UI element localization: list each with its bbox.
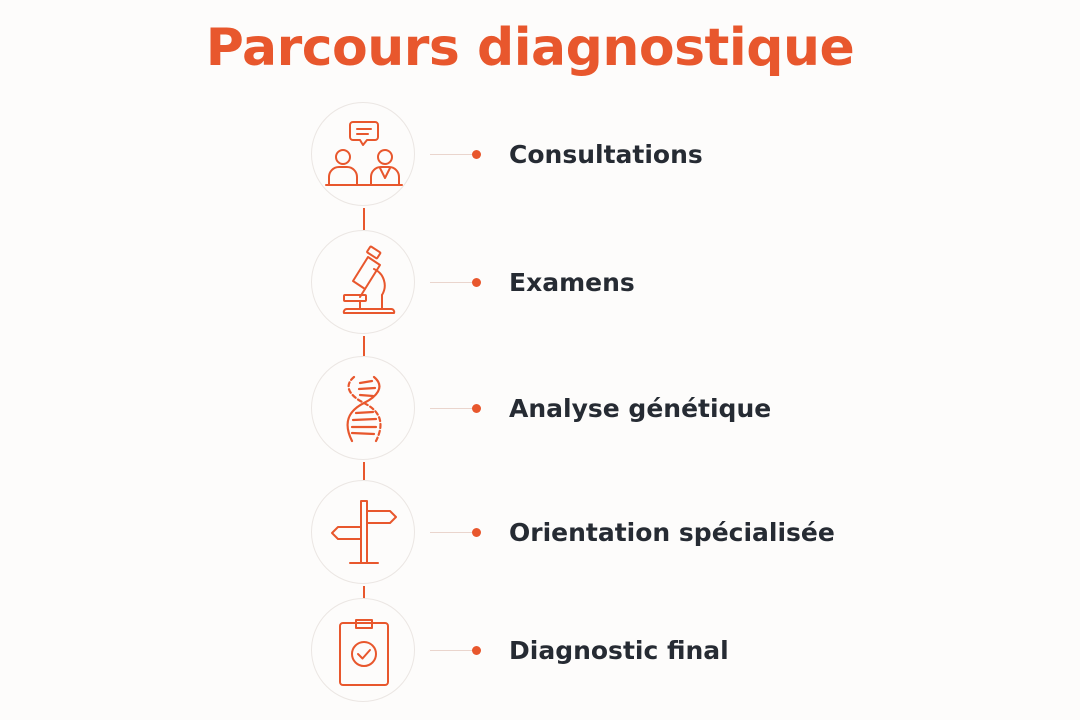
step-orientation-specialisee: Orientation spécialisée bbox=[311, 480, 871, 586]
consultation-people-icon bbox=[325, 121, 403, 186]
clipboard-check-icon bbox=[339, 619, 389, 686]
step-bullet bbox=[472, 278, 481, 287]
step-label: Examens bbox=[509, 268, 635, 297]
timeline-connector bbox=[363, 462, 365, 480]
step-icon-circle bbox=[311, 230, 415, 334]
page-title: Parcours diagnostique bbox=[205, 18, 855, 78]
step-examens: Examens bbox=[311, 230, 871, 336]
step-bullet bbox=[472, 528, 481, 537]
step-bullet bbox=[472, 646, 481, 655]
step-connector-line bbox=[430, 650, 472, 651]
step-label: Diagnostic final bbox=[509, 636, 729, 665]
step-analyse-genetique: Analyse génétique bbox=[311, 356, 871, 462]
step-label: Analyse génétique bbox=[509, 394, 772, 423]
step-icon-circle bbox=[311, 598, 415, 702]
step-icon-circle bbox=[311, 356, 415, 460]
step-bullet bbox=[472, 150, 481, 159]
step-connector-line bbox=[430, 408, 472, 409]
step-consultations: Consultations bbox=[311, 102, 871, 208]
step-label: Orientation spécialisée bbox=[509, 518, 835, 547]
signpost-icon bbox=[331, 500, 397, 564]
microscope-icon bbox=[342, 245, 396, 314]
timeline-connector bbox=[363, 208, 365, 230]
step-label: Consultations bbox=[509, 140, 703, 169]
step-icon-circle bbox=[311, 102, 415, 206]
step-connector-line bbox=[430, 154, 472, 155]
dna-helix-icon bbox=[346, 375, 382, 443]
timeline-connector bbox=[363, 586, 365, 600]
timeline-connector bbox=[363, 336, 365, 356]
step-icon-circle bbox=[311, 480, 415, 584]
step-bullet bbox=[472, 404, 481, 413]
step-connector-line bbox=[430, 282, 472, 283]
step-diagnostic-final: Diagnostic final bbox=[311, 598, 871, 704]
step-connector-line bbox=[430, 532, 472, 533]
